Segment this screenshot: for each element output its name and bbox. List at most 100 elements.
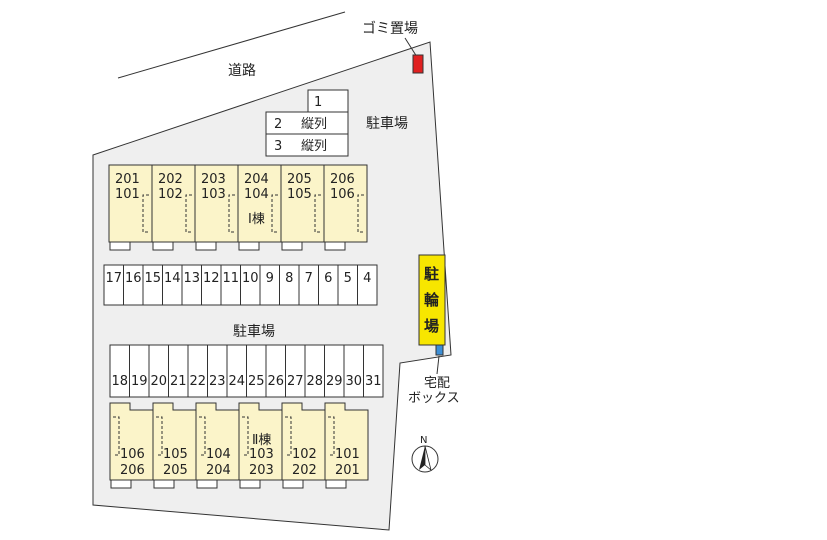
parking-space <box>304 344 325 398</box>
parking-space <box>168 344 189 398</box>
road-line <box>117 11 346 79</box>
unit-b1-lower-num: 102 <box>158 187 183 202</box>
bike-parking <box>418 254 446 346</box>
unit-b2-upper-num: 103 <box>249 447 274 462</box>
parking-space-num: 24 <box>228 374 245 389</box>
parking-space <box>129 344 150 398</box>
parking-middle-label: 駐車場 <box>233 323 275 340</box>
unit-b2-door <box>285 416 292 456</box>
unit-b1-step <box>281 241 303 251</box>
north-label: N <box>420 435 427 446</box>
parking-space-num: 18 <box>111 374 128 389</box>
parking-space-3 <box>265 133 349 157</box>
parking-space <box>343 344 364 398</box>
garbage-area <box>412 54 424 74</box>
unit-b1-6 <box>323 164 368 243</box>
unit-b1-step <box>109 241 131 251</box>
unit-b1-step <box>324 241 346 251</box>
unit-b1-door <box>271 194 278 233</box>
unit-b2-lower-num: 201 <box>335 463 360 478</box>
road-label: 道路 <box>228 63 256 79</box>
parking-space <box>324 344 345 398</box>
parking-space <box>265 344 286 398</box>
parking-space <box>207 344 228 398</box>
unit-b2-step <box>110 479 132 489</box>
unit-b1-door <box>228 194 235 233</box>
building-1-label: Ⅰ棟 <box>248 212 265 227</box>
parking-space-num: 6 <box>324 271 332 286</box>
parking-space-num: 30 <box>345 374 362 389</box>
delivery-box <box>435 344 444 356</box>
parking-space-num: 14 <box>164 271 181 286</box>
upper-parking: 1 2 縦列 3 縦列 <box>265 89 349 157</box>
parking-upper-label: 駐車場 <box>366 115 408 132</box>
bike-parking-char-3: 場 <box>424 317 439 335</box>
parking-space-num: 27 <box>287 374 304 389</box>
parking-space-num: 11 <box>222 271 239 286</box>
unit-b1-door <box>357 194 364 233</box>
unit-b1-step <box>238 241 260 251</box>
unit-b2-door <box>242 416 249 456</box>
unit-b2-upper-num: 101 <box>335 447 360 462</box>
unit-b2-door <box>199 416 206 456</box>
parking-space-num: 16 <box>125 271 142 286</box>
parking-space <box>187 344 208 398</box>
unit-b2-door <box>113 416 120 456</box>
unit-b2-step <box>196 479 218 489</box>
parking-space-num: 31 <box>365 374 382 389</box>
parking-space <box>363 344 384 398</box>
parking-space-num: 29 <box>326 374 343 389</box>
parking-space <box>226 344 247 398</box>
parking-space-num: 26 <box>267 374 284 389</box>
parking-space-num: 7 <box>305 271 313 286</box>
unit-b1-lower-num: 106 <box>330 187 355 202</box>
parking-space-num: 25 <box>248 374 265 389</box>
parking-space-num: 20 <box>150 374 167 389</box>
unit-b1-upper-num: 205 <box>287 172 312 187</box>
unit-b1-door <box>142 194 149 233</box>
parking-space-num: 10 <box>242 271 259 286</box>
unit-b2-upper-num: 102 <box>292 447 317 462</box>
unit-b2-upper-num: 106 <box>120 447 145 462</box>
parking-space-num: 8 <box>285 271 293 286</box>
garbage-label: ゴミ置場 <box>362 20 418 37</box>
parking-space-num: 9 <box>266 271 274 286</box>
delivery-box-leader <box>436 355 440 375</box>
parking-space-1-num: 1 <box>314 95 322 110</box>
unit-b1-2 <box>151 164 196 243</box>
parking-space-num: 28 <box>306 374 323 389</box>
unit-b1-lower-num: 101 <box>115 187 140 202</box>
parking-space-num: 19 <box>131 374 148 389</box>
unit-b2-6 <box>324 402 369 481</box>
unit-b1-step <box>195 241 217 251</box>
parking-space-num: 22 <box>189 374 206 389</box>
unit-b1-upper-num: 201 <box>115 172 140 187</box>
parking-space-num: 15 <box>144 271 161 286</box>
unit-b2-lower-num: 204 <box>206 463 231 478</box>
unit-b1-lower-num: 104 <box>244 187 269 202</box>
unit-b1-upper-num: 206 <box>330 172 355 187</box>
parking-space <box>109 344 130 398</box>
parking-space-2-num: 2 <box>274 117 282 132</box>
unit-b1-door <box>185 194 192 233</box>
unit-b1-3 <box>194 164 239 243</box>
bike-parking-char-1: 駐 <box>424 265 439 283</box>
parking-space-num: 5 <box>344 271 352 286</box>
parking-space <box>285 344 306 398</box>
parking-space-num: 4 <box>363 271 371 286</box>
parking-space-2-note: 縦列 <box>301 117 327 132</box>
unit-b2-lower-num: 205 <box>163 463 188 478</box>
parking-space <box>246 344 267 398</box>
parking-space <box>148 344 169 398</box>
unit-b2-upper-num: 105 <box>163 447 188 462</box>
unit-b2-door <box>328 416 335 456</box>
delivery-box-label-2: ボックス <box>408 391 460 406</box>
parking-space <box>357 264 378 306</box>
unit-b2-lower-num: 202 <box>292 463 317 478</box>
unit-b2-step <box>282 479 304 489</box>
